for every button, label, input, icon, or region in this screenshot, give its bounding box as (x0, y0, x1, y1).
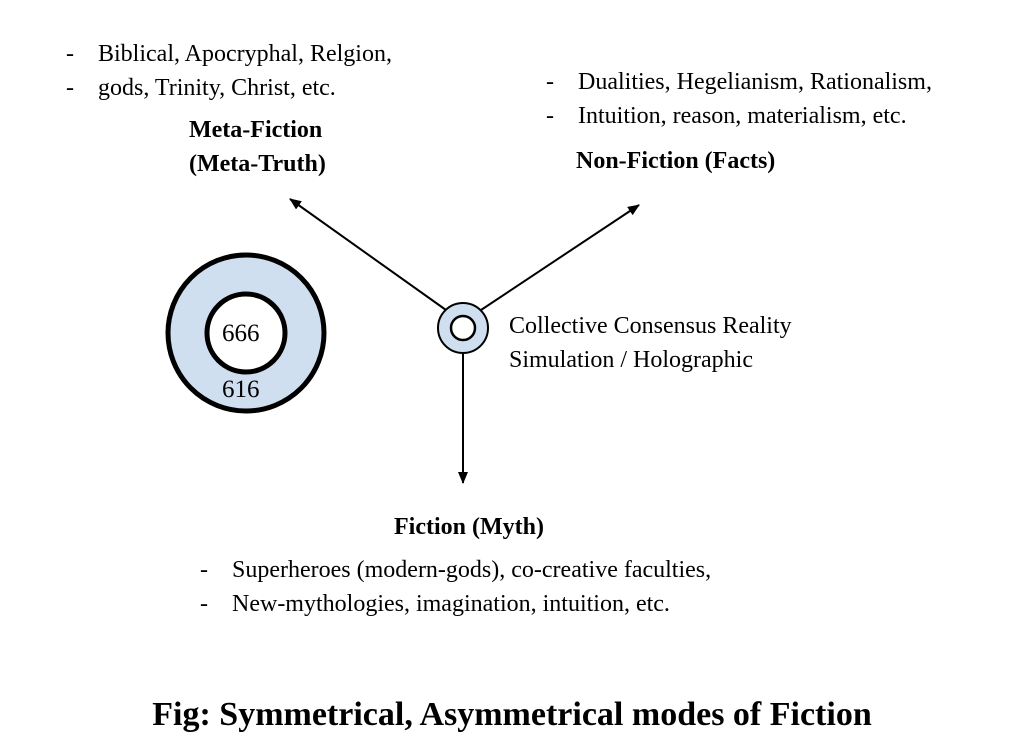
bullet-item: -Biblical, Apocryphal, Relgion, (66, 41, 392, 67)
fiction-bullets: -Superheroes (modern-gods), co-creative … (200, 553, 711, 621)
arrow-meta-fiction (289, 198, 447, 311)
hub-inner-circle (449, 314, 477, 342)
bullet-item: -Intuition, reason, materialism, etc. (546, 103, 907, 129)
arrow-non-fiction (480, 204, 640, 311)
meta-fiction-heading: Meta-Fiction (Meta-Truth) (189, 117, 326, 177)
meta-fiction-bullets: -Biblical, Apocryphal, Relgion, -gods, T… (66, 37, 392, 105)
non-fiction-heading: Non-Fiction (Facts) (576, 148, 776, 174)
ring-inner-circle (204, 291, 288, 375)
bullet-item: -Superheroes (modern-gods), co-creative … (200, 557, 712, 583)
center-label: Collective Consensus Reality Simulation … (509, 313, 792, 373)
figure-caption: Fig: Symmetrical, Asymmetrical modes of … (152, 696, 872, 733)
ring-inner-number: 666 (222, 320, 260, 347)
non-fiction-bullets: -Dualities, Hegelianism, Rationalism, -I… (546, 65, 932, 133)
bullet-item: -Dualities, Hegelianism, Rationalism, (546, 69, 932, 95)
fiction-heading: Fiction (Myth) (394, 514, 544, 540)
bullet-item: -New-mythologies, imagination, intuition… (200, 591, 670, 617)
bullet-item: -gods, Trinity, Christ, etc. (66, 75, 336, 101)
ring-outer-number: 616 (222, 376, 260, 403)
